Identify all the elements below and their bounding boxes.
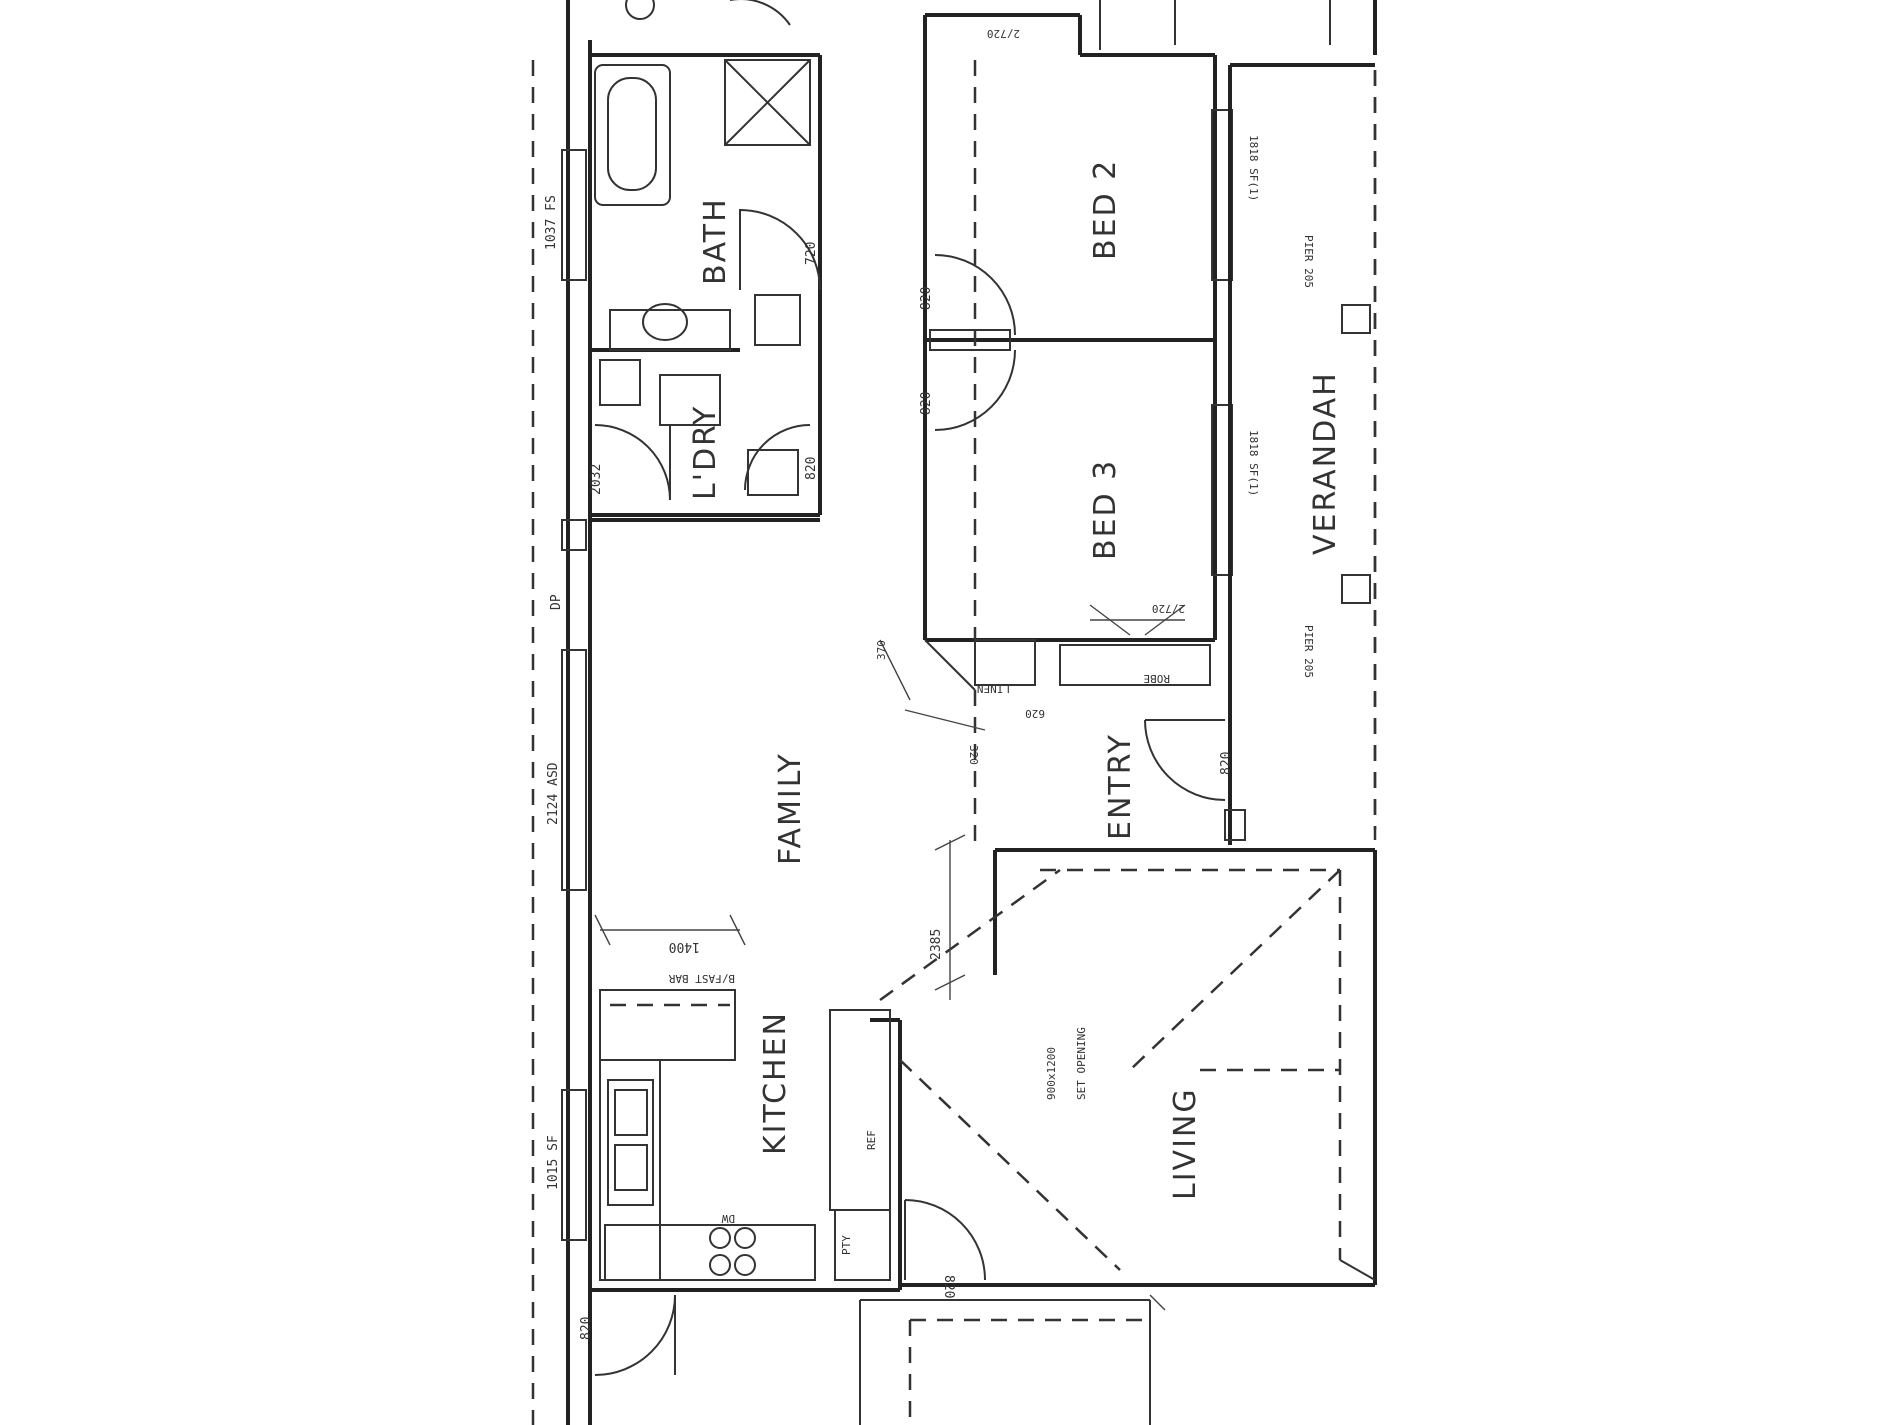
bed2-label: BED 2 [1088,159,1123,260]
bed3-label: BED 3 [1088,459,1123,560]
family-area [590,60,1246,845]
family-label: FAMILY [773,752,808,865]
laundry-label: L'DRY [688,405,723,500]
bath-label: BATH [698,197,733,285]
bed2-door-dim: 820 [919,287,934,310]
linen-label: LINEN [977,682,1010,695]
bar-label: B/FAST BAR [668,972,735,985]
bath-window-label: 1037 FS [544,195,559,250]
fridge-label: REF [865,1130,878,1150]
bed2-window-label: 1818 SF(1) [1247,135,1260,201]
kitchen-area [590,914,902,1292]
kitchen-label: KITCHEN [758,1011,793,1155]
laundry-window-dim: 2032 [589,464,604,495]
set-opening-line2: SET OPENING [1075,1027,1088,1100]
pier-top-label: PIER 205 [1302,235,1315,288]
entry-side-dim: 620 [1025,707,1045,720]
top-fragment [625,0,1331,50]
bath-door-dim: 720 [804,242,819,265]
entry-door-dim: 820 [1219,752,1234,775]
lower-door-dim: 820 [579,1317,594,1340]
bed2-robe-dim: 2/720 [987,27,1020,40]
living-door-dim: 820 [941,1275,956,1298]
pier-bottom-label: PIER 205 [1302,625,1315,678]
dp-label: DP [549,594,564,610]
bed3-door-dim: 820 [919,392,934,415]
dishwasher-label: DW [721,1212,735,1225]
bedroom-block [923,13,1233,691]
bar-length-dim: 1400 [669,939,700,954]
bed3-robe-dim: 2/720 [1152,602,1185,615]
angle-dim-2: 370 [875,640,888,660]
bath-area [590,53,822,517]
verandah-area [1228,0,1377,845]
kitchen-window-label: 1015 SF [546,1135,561,1190]
pantry-label: PTY [840,1235,853,1255]
robe-label: ROBE [1144,672,1171,685]
opening-dim: 2385 [929,929,944,960]
entry-label: ENTRY [1103,733,1138,840]
verandah-label: VERANDAH [1308,371,1343,555]
living-area [879,834,1377,1287]
lower-area [588,1290,1166,1425]
family-window-label: 2124 ASD [546,762,561,825]
left-exterior-wall [561,0,592,1425]
laundry-door-dim: 820 [804,457,819,480]
set-opening-line1: 900x1200 [1045,1047,1058,1100]
living-label: LIVING [1168,1087,1203,1200]
bed3-window-label: 1818 SF(1) [1247,430,1260,496]
angle-dim: 320 [967,745,980,765]
